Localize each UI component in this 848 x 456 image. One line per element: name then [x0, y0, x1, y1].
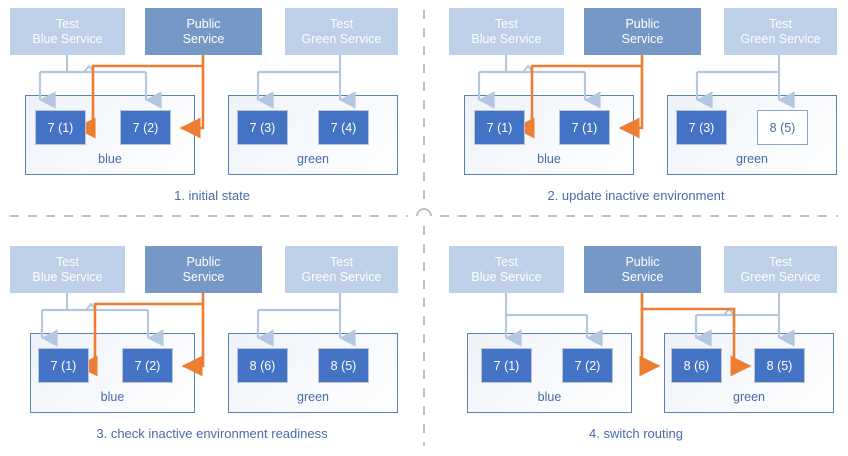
green-node-1: 7 (3) — [676, 110, 727, 145]
panel-4-connectors — [504, 293, 795, 377]
test-blue-service-label-line1: Test — [495, 16, 518, 31]
green-node-1: 8 (6) — [237, 348, 288, 383]
green-environment-label: green — [297, 390, 329, 404]
blue-node-2-label: 7 (2) — [134, 358, 161, 373]
test-blue-service-box: Test Blue Service — [449, 246, 564, 293]
test-green-service-box: Test Green Service — [285, 8, 398, 55]
test-green-service-box: Test Green Service — [724, 246, 837, 293]
green-node-2-label: 8 (5) — [330, 358, 357, 373]
green-environment-container — [667, 95, 837, 175]
green-node-2: 8 (5) — [754, 348, 805, 383]
test-green-service-label-line1: Test — [769, 16, 792, 31]
panel-update-inactive-environment: Test Blue Service Public Service Test Gr… — [424, 0, 848, 228]
test-blue-service-label-line1: Test — [495, 254, 518, 269]
blue-node-1: 7 (1) — [35, 110, 86, 145]
blue-node-1: 7 (1) — [481, 348, 532, 383]
panel-1-connectors — [38, 55, 356, 139]
blue-environment-label: blue — [100, 390, 125, 404]
panel-3-connectors — [40, 293, 356, 377]
green-node-1-label: 7 (3) — [249, 120, 276, 135]
public-service-label-line2: Service — [182, 269, 225, 284]
public-service-box: Public Service — [145, 8, 262, 55]
test-blue-service-box: Test Blue Service — [449, 8, 564, 55]
test-blue-service-label-line2: Blue Service — [32, 269, 103, 284]
blue-node-1-label: 7 (1) — [486, 120, 513, 135]
blue-node-2: 7 (1) — [559, 110, 610, 145]
test-blue-service-box: Test Blue Service — [10, 8, 125, 55]
test-blue-service-box: Test Blue Service — [10, 246, 125, 293]
panel-2-connectors — [477, 55, 795, 139]
green-environment-label: green — [733, 390, 765, 404]
panel-1-caption: 1. initial state — [174, 188, 250, 203]
public-service-label-line1: Public — [625, 254, 660, 269]
test-blue-service-label-line1: Test — [56, 254, 79, 269]
public-service-box: Public Service — [584, 8, 701, 55]
test-blue-service-label-line2: Blue Service — [32, 31, 103, 46]
green-node-2: 8 (5) — [757, 110, 808, 145]
green-node-1: 8 (6) — [671, 348, 722, 383]
panel-2-caption: 2. update inactive environment — [547, 188, 725, 203]
test-green-service-box: Test Green Service — [724, 8, 837, 55]
green-node-2-label: 8 (5) — [769, 120, 796, 135]
blue-node-2: 7 (2) — [562, 348, 613, 383]
green-node-1-label: 7 (3) — [688, 120, 715, 135]
public-service-box: Public Service — [584, 246, 701, 293]
test-blue-service-label-line2: Blue Service — [471, 269, 542, 284]
test-green-service-label-line2: Green Service — [740, 31, 821, 46]
public-service-box: Public Service — [145, 246, 262, 293]
blue-node-2-label: 7 (2) — [132, 120, 159, 135]
public-service-label-line2: Service — [621, 31, 664, 46]
blue-node-1: 7 (1) — [474, 110, 525, 145]
test-green-service-label-line2: Green Service — [301, 31, 382, 46]
blue-environment-label: blue — [537, 390, 562, 404]
test-green-service-label-line2: Green Service — [301, 269, 382, 284]
panel-4-caption: 4. switch routing — [589, 426, 683, 441]
green-node-2-label: 8 (5) — [766, 358, 793, 373]
public-service-label-line1: Public — [186, 16, 221, 31]
test-green-service-label-line1: Test — [769, 254, 792, 269]
test-green-service-label-line2: Green Service — [740, 269, 821, 284]
panel-3-caption: 3. check inactive environment readiness — [96, 426, 328, 441]
public-service-label-line1: Public — [625, 16, 660, 31]
public-service-label-line2: Service — [621, 269, 664, 284]
blue-node-1-label: 7 (1) — [47, 120, 74, 135]
public-service-label-line1: Public — [186, 254, 221, 269]
blue-node-1: 7 (1) — [38, 348, 89, 383]
blue-node-2: 7 (2) — [122, 348, 173, 383]
green-node-1-label: 8 (6) — [249, 358, 276, 373]
test-green-service-label-line1: Test — [330, 254, 353, 269]
blue-node-2: 7 (2) — [120, 110, 171, 145]
blue-node-2-label: 7 (2) — [574, 358, 601, 373]
blue-node-1-label: 7 (1) — [493, 358, 520, 373]
green-node-1-label: 8 (6) — [683, 358, 710, 373]
green-node-2: 8 (5) — [318, 348, 369, 383]
panel-initial-state: Test Blue Service Public Service Test Gr… — [0, 0, 424, 228]
green-node-2-label: 7 (4) — [330, 120, 357, 135]
blue-environment-label: blue — [537, 152, 561, 166]
test-blue-service-label-line2: Blue Service — [471, 31, 542, 46]
test-blue-service-label-line1: Test — [56, 16, 79, 31]
test-green-service-box: Test Green Service — [285, 246, 398, 293]
green-node-1: 7 (3) — [237, 110, 288, 145]
panel-check-inactive-environment-readiness: Test Blue Service Public Service Test Gr… — [0, 228, 424, 456]
blue-node-1-label: 7 (1) — [50, 358, 77, 373]
blue-node-2-label: 7 (1) — [571, 120, 598, 135]
test-green-service-label-line1: Test — [330, 16, 353, 31]
green-node-2: 7 (4) — [318, 110, 369, 145]
blue-environment-label: blue — [98, 152, 122, 166]
public-service-label-line2: Service — [182, 31, 225, 46]
panel-switch-routing: Test Blue Service Public Service Test Gr… — [424, 228, 848, 456]
green-environment-label: green — [297, 152, 329, 166]
green-environment-label: green — [736, 152, 768, 166]
